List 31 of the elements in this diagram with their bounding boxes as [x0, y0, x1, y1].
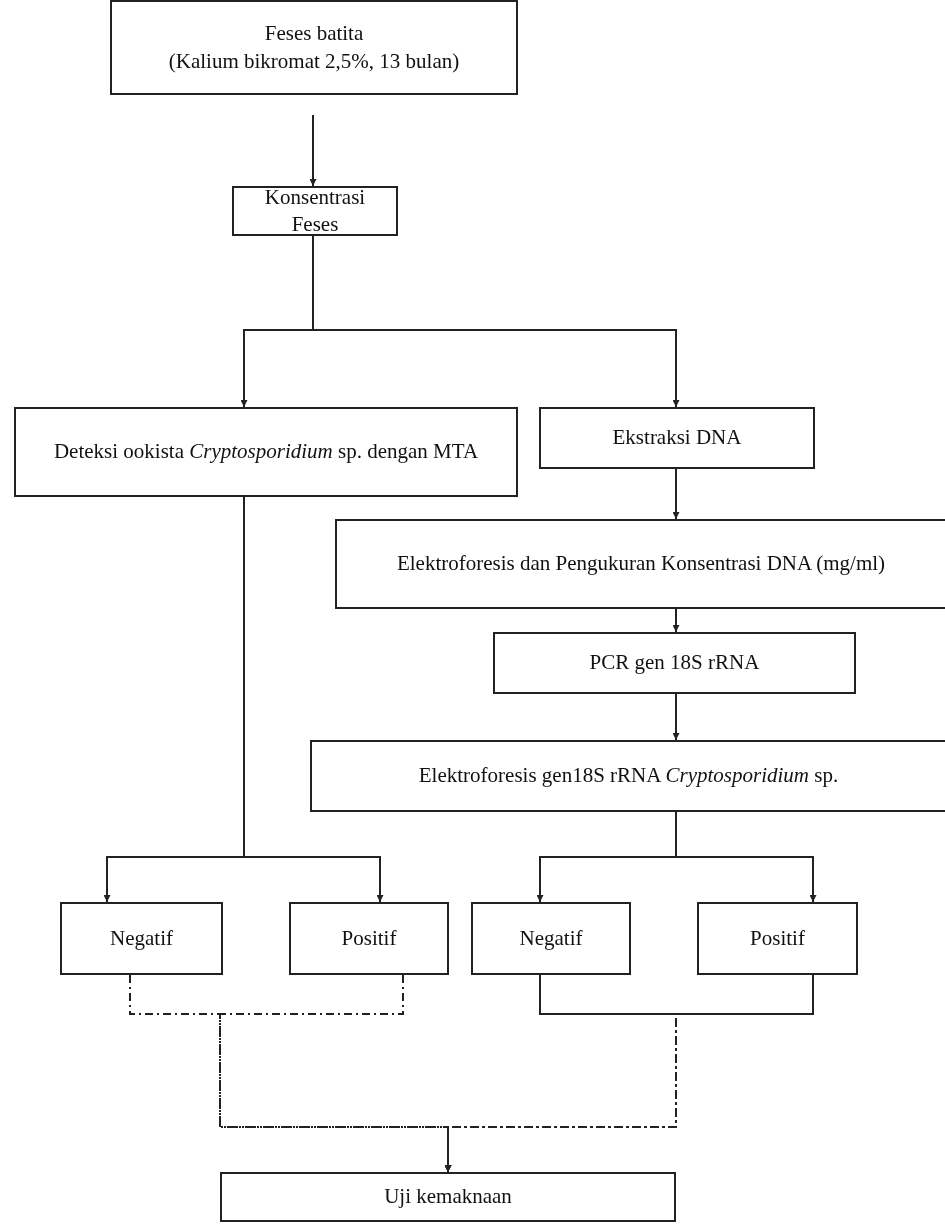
box-text: Ekstraksi DNA — [612, 424, 742, 452]
arrow — [675, 811, 817, 903]
process-box — [60, 902, 223, 975]
process-box — [220, 1172, 676, 1222]
process-box — [493, 632, 856, 694]
box-text: Konsentrasi Feses — [263, 183, 367, 238]
process-box — [289, 902, 449, 975]
box-text: Positif — [750, 924, 805, 952]
connector-line — [539, 974, 814, 1015]
arrow — [672, 693, 680, 741]
arrow — [672, 468, 680, 520]
box-text: (Kalium bikromat 2,5%, 13 bulan) — [168, 47, 460, 75]
process-box — [110, 0, 518, 95]
process-box — [697, 902, 858, 975]
process-box — [14, 407, 518, 497]
process-box — [335, 519, 945, 609]
box-text: Elektroforesis dan Pengukuran Konsentrasi DNA (mg/ml) — [396, 550, 886, 578]
box-text: PCR gen 18S rRNA — [589, 649, 760, 677]
process-box — [539, 407, 815, 469]
box-text: Deteksi ookista Cryptosporidium sp. dengan MTA — [53, 438, 479, 466]
box-text: Positif — [341, 924, 397, 952]
arrow — [672, 608, 680, 633]
process-box — [310, 740, 945, 812]
arrow — [309, 114, 317, 187]
box-text: Negatif — [519, 924, 583, 952]
box-text: Feses batita — [264, 20, 364, 48]
box-text: Uji kemaknaan — [384, 1183, 512, 1211]
box-text: Negatif — [110, 924, 173, 952]
process-box — [471, 902, 631, 975]
process-box — [232, 186, 398, 236]
box-text: Elektroforesis gen18S rRNA Cryptosporidium sp. — [418, 762, 839, 790]
